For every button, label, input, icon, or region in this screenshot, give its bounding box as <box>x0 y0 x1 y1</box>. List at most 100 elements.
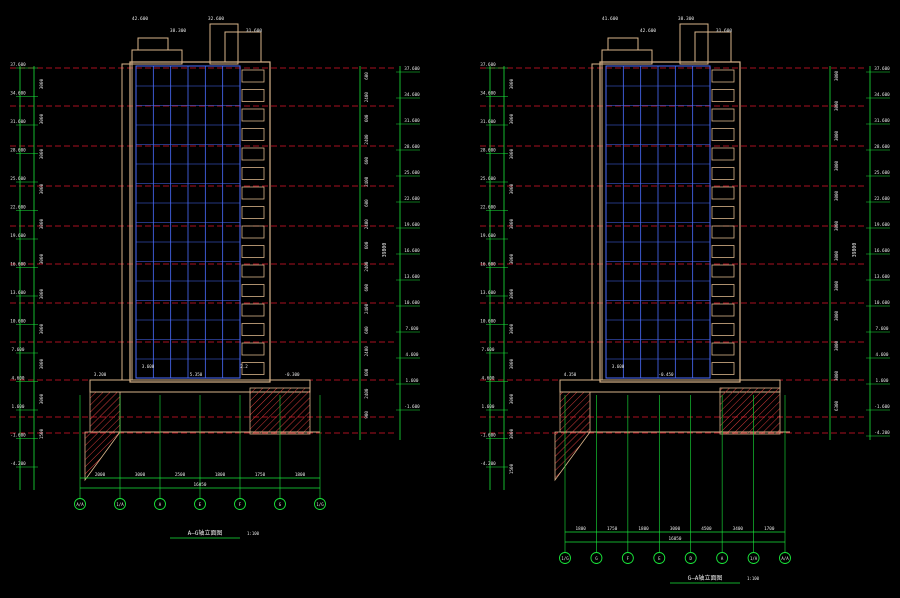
balcony-rail <box>711 206 735 219</box>
right-elevation-label: 4.600 <box>876 352 889 358</box>
right-elevation-label: 7.600 <box>406 326 419 332</box>
balcony-rail <box>711 362 735 375</box>
top-elevation-label: 31.600 <box>716 28 733 34</box>
left-floor-dimension: 3000 <box>509 183 515 194</box>
elevator-machine-room <box>224 31 262 63</box>
axis-label: E <box>658 556 661 561</box>
left-floor-dimension: 1500 <box>39 428 45 439</box>
right-floor-dimension: 2400 <box>364 303 369 314</box>
right-floor-dimension: 600 <box>364 284 369 292</box>
small-elevation-label: -0.450 <box>658 372 674 377</box>
small-elevation-label: -0.300 <box>284 372 300 377</box>
left-elevation-label: 28.600 <box>10 148 26 154</box>
right-floor-dimension: 3000 <box>834 190 839 201</box>
roof-cap <box>607 37 639 51</box>
bottom-dimension: 1800 <box>295 472 306 478</box>
balcony-rail <box>711 108 735 122</box>
right-floor-dimension: 3000 <box>834 160 839 171</box>
axis-label: 1/A <box>116 502 124 507</box>
top-elevation-label: 38.300 <box>170 28 187 34</box>
right-elevation-label: 7.600 <box>876 326 889 332</box>
balcony-rail <box>241 245 265 258</box>
axis-label: A <box>721 556 724 561</box>
bottom-dimension: 1750 <box>255 472 266 478</box>
right-elevation-label: 37.600 <box>874 66 890 72</box>
elevation-left: 42.60038.30032.60031.60037.60034.60031.6… <box>10 16 420 539</box>
balcony-rail <box>711 284 735 297</box>
left-floor-dimension: 3000 <box>509 148 515 159</box>
axis-bubble <box>114 498 126 510</box>
elevator-machine-room <box>694 31 732 63</box>
balcony-rail <box>711 89 735 102</box>
left-elevation-label: 28.600 <box>480 148 496 154</box>
left-elevation-label: 37.600 <box>480 62 496 68</box>
balcony-rail <box>241 128 265 141</box>
axis-label: D <box>690 556 693 561</box>
left-elevation-label: -4.200 <box>480 461 496 467</box>
drawing-scale: 1:100 <box>247 531 260 536</box>
right-floor-dimension: 2400 <box>364 388 369 399</box>
balcony-rail <box>241 186 265 200</box>
right-elevation-label: 31.600 <box>404 118 420 124</box>
axis-bubble <box>559 552 571 564</box>
left-elevation-label: 19.600 <box>480 233 496 239</box>
total-height-dimension: 39800 <box>382 243 388 258</box>
right-elevation-label: 37.600 <box>404 66 420 72</box>
left-floor-dimension: 3000 <box>39 218 45 229</box>
bottom-dimension: 2000 <box>95 472 106 478</box>
roof-cap <box>137 37 169 51</box>
balcony-rail <box>711 147 735 161</box>
balcony-rail <box>711 303 735 317</box>
left-floor-dimension: 3000 <box>509 113 515 124</box>
axis-label: E <box>199 502 202 507</box>
left-elevation-label: 13.600 <box>480 290 496 296</box>
balcony-rail <box>711 323 735 336</box>
right-elevation-label: 19.600 <box>874 222 890 228</box>
balcony-rail <box>711 225 735 239</box>
right-floor-dimension: 3000 <box>834 100 839 111</box>
bottom-dimension: 1750 <box>607 526 618 532</box>
left-floor-dimension: 3000 <box>509 393 515 404</box>
top-elevation-label: 42.600 <box>132 16 149 22</box>
left-elevation-label: 31.600 <box>480 119 496 125</box>
right-elevation-label: 22.600 <box>874 196 890 202</box>
axis-bubble <box>779 552 791 564</box>
left-floor-dimension: 3000 <box>39 113 45 124</box>
right-elevation-label: 16.600 <box>404 248 420 254</box>
axis-bubble <box>194 498 206 510</box>
left-elevation-label: 37.600 <box>10 62 26 68</box>
right-floor-dimension: 900 <box>364 411 369 419</box>
small-elevation-label: 2.2 <box>240 364 248 369</box>
elevation-right: 41.60042.60038.30031.60037.60034.60031.6… <box>480 16 890 584</box>
top-elevation-label: 31.600 <box>246 28 263 34</box>
top-elevation-label: 42.600 <box>640 28 657 34</box>
balcony-rail <box>241 323 265 336</box>
drawing-title: A—G轴立面图 <box>188 529 223 537</box>
right-elevation-label: 13.600 <box>874 274 890 280</box>
stair-tower <box>209 23 239 65</box>
right-floor-dimension: 2400 <box>364 176 369 187</box>
right-floor-dimension: 3000 <box>834 250 839 261</box>
balcony-rail <box>711 186 735 200</box>
right-floor-dimension: 600 <box>364 114 369 122</box>
left-elevation-label: 31.600 <box>10 119 26 125</box>
balcony-rail <box>241 362 265 375</box>
left-elevation-label: 7.600 <box>482 347 495 353</box>
left-elevation-label: -4.200 <box>10 461 26 467</box>
left-floor-dimension: 3000 <box>509 358 515 369</box>
left-elevation-label: 13.600 <box>10 290 26 296</box>
right-elevation-label: 31.600 <box>874 118 890 124</box>
ground-slope <box>84 431 121 482</box>
right-floor-dimension: 600 <box>364 72 369 80</box>
axis-label: G <box>595 556 598 561</box>
left-floor-dimension: 3000 <box>39 323 45 334</box>
bottom-total-dimension: 16050 <box>669 536 682 542</box>
right-elevation-label: 10.600 <box>874 300 890 306</box>
podium-band <box>89 379 311 393</box>
left-floor-dimension: 1500 <box>509 463 515 474</box>
balcony-rail <box>241 303 265 317</box>
left-floor-dimension: 3000 <box>39 148 45 159</box>
small-elevation-label: 3.600 <box>612 364 625 369</box>
right-floor-dimension: 2400 <box>364 261 369 272</box>
